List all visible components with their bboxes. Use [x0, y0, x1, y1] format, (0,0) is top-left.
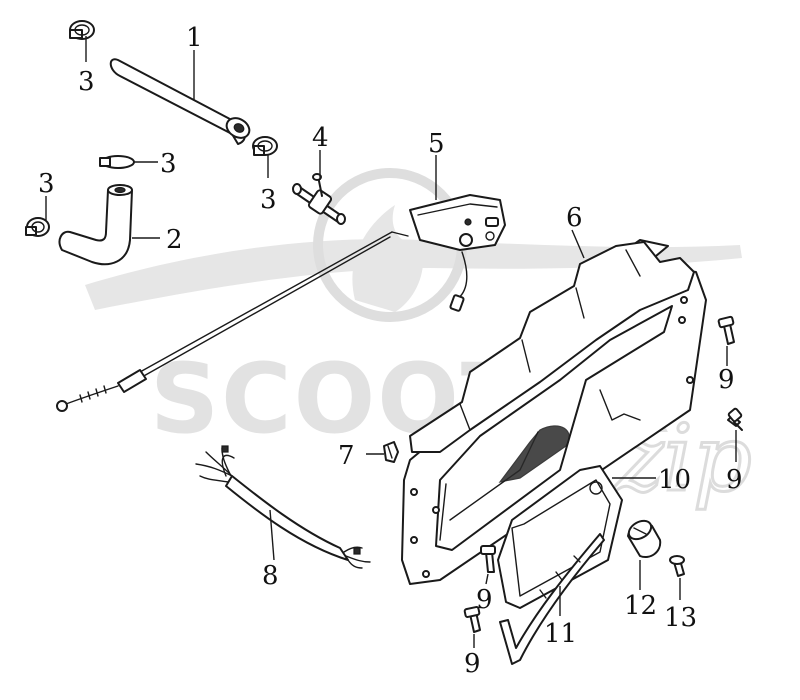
- callout-11: 11: [544, 619, 577, 649]
- callout-1: 1: [186, 23, 203, 53]
- part-13-screw: [669, 555, 685, 577]
- part-12-cap: [627, 519, 662, 558]
- callout-5: 5: [428, 129, 445, 159]
- callout-9-b: 9: [726, 465, 743, 495]
- callout-3-a: 3: [78, 67, 95, 97]
- part-6-storage-box: [401, 239, 707, 585]
- part-9-bolt-a: [717, 315, 735, 345]
- part-8-wire-harness: [195, 445, 371, 569]
- watermark-flame: [352, 205, 424, 312]
- part-3-clamp-a: [69, 20, 95, 40]
- part-9-bolt-b: [727, 407, 743, 431]
- part-5-seat-lock: [391, 194, 506, 312]
- callout-3-d: 3: [260, 185, 277, 215]
- callout-6: 6: [566, 203, 583, 233]
- part-1-hose: [109, 58, 251, 145]
- callout-9-a: 9: [718, 365, 735, 395]
- part-2-bent-hose: [58, 184, 133, 266]
- part-3-clamp-b: [252, 136, 278, 156]
- part-11-seal-strip: [499, 533, 605, 665]
- part-9-bolt-c: [480, 545, 496, 573]
- part-4-t-connector: [292, 173, 346, 225]
- callout-12: 12: [624, 591, 657, 621]
- watermark-swoosh: [85, 239, 742, 310]
- callout-9-c: 9: [476, 585, 493, 615]
- callout-13: 13: [664, 603, 697, 633]
- leader-lines: [45, 36, 737, 648]
- part-7-clip: [383, 441, 399, 463]
- callout-2: 2: [166, 225, 183, 255]
- callout-labels: 1 3 3 3 3 2 4 5 6 7 8 9 9 9 9 10 11 12 1…: [38, 23, 743, 679]
- callout-3-c: 3: [38, 169, 55, 199]
- part-3-clamp-c: [99, 155, 135, 169]
- callout-10: 10: [658, 465, 691, 495]
- callout-9-d: 9: [464, 649, 481, 679]
- callout-7: 7: [338, 441, 355, 471]
- callout-8: 8: [262, 561, 279, 591]
- part-10-seal-gasket: [497, 465, 623, 609]
- callout-4: 4: [312, 123, 329, 153]
- callout-3-b: 3: [160, 149, 177, 179]
- part-3-clamp-d: [25, 217, 50, 237]
- part-5-cable: [56, 231, 393, 412]
- part-9-bolt-d: [463, 606, 481, 633]
